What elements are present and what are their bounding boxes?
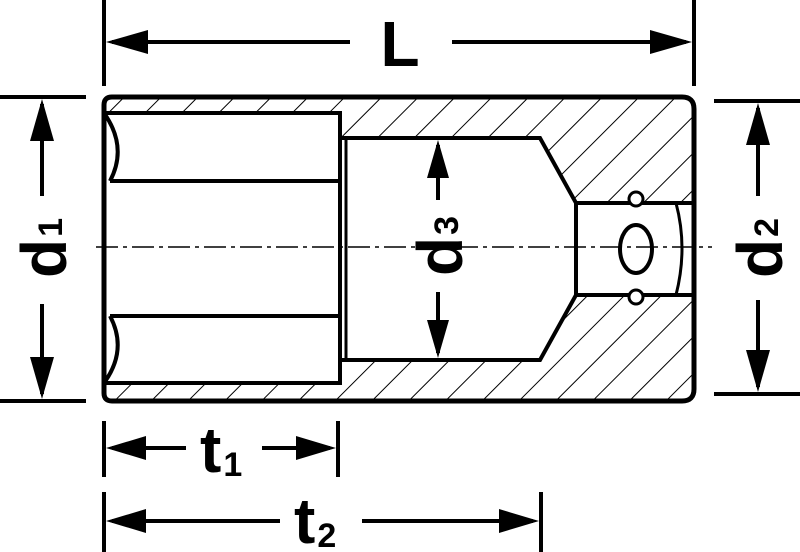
- dimension-d2-label: d2: [724, 218, 796, 278]
- dimension-L-label: L: [380, 8, 419, 80]
- dimension-t2-main: t: [294, 485, 315, 552]
- dimension-L: [102, 0, 696, 86]
- dimension-d2-sub: 2: [748, 218, 786, 237]
- dimension-d1-main: d: [8, 239, 80, 278]
- socket-outline: [101, 94, 697, 404]
- dimension-t1-sub: 1: [223, 446, 242, 484]
- dimension-d2: [714, 99, 800, 396]
- dimension-t1-main: t: [200, 414, 221, 486]
- dimension-d1-sub: 1: [32, 218, 70, 237]
- ball-detent-hole: [618, 190, 654, 306]
- dimension-d1: [0, 95, 86, 403]
- dimension-d3-main: d: [404, 237, 476, 276]
- dimension-d3-label: d3: [404, 216, 476, 276]
- dimension-d2-main: d: [724, 239, 796, 278]
- dimension-d3: [427, 140, 449, 358]
- dimension-t1: [102, 421, 340, 477]
- dimension-t1-label: t1: [200, 414, 242, 486]
- dimension-t2-sub: 2: [317, 517, 336, 552]
- dimension-d1-label: d1: [8, 218, 80, 278]
- dimension-d3-sub: 3: [428, 216, 466, 235]
- dimension-t2-label: t2: [294, 485, 336, 552]
- dimension-t2: [102, 492, 543, 552]
